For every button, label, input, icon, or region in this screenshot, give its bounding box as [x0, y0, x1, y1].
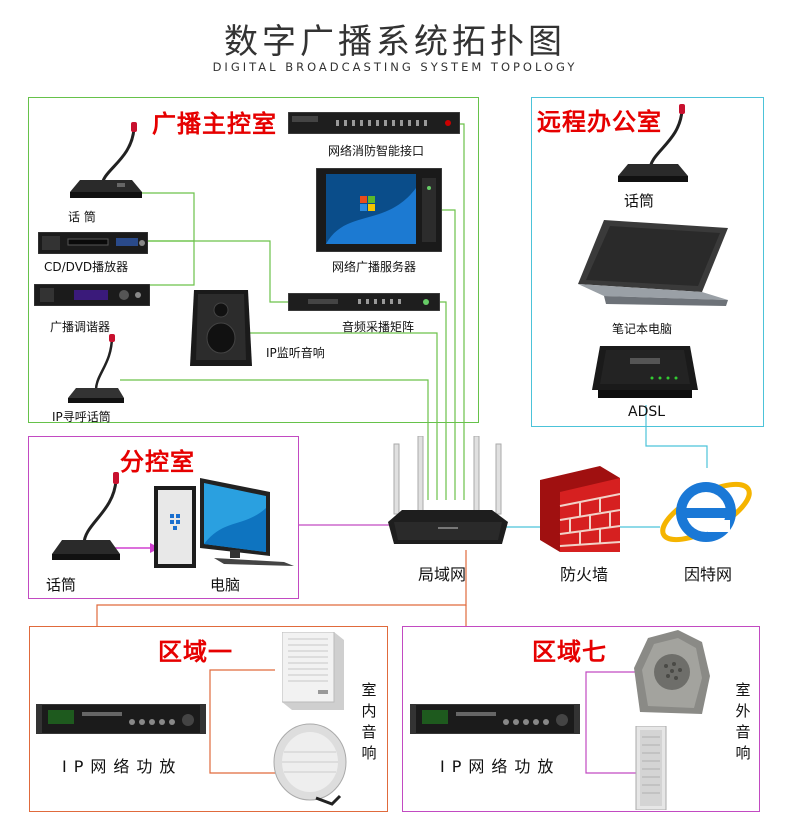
ceiling-speaker-icon [273, 723, 347, 806]
server-label: 网络广播服务器 [332, 260, 417, 274]
cd-player-icon [38, 232, 148, 254]
adsl-modem-icon [592, 346, 698, 398]
cd-player-label: CD/DVD播放器 [44, 260, 129, 274]
ip-paging-mic-icon [68, 334, 124, 403]
page-title: 数字广播系统拓扑图 [224, 22, 566, 62]
rock-speaker-icon [634, 630, 710, 714]
wall-speaker-icon [282, 632, 344, 710]
zone1-title: 区域一 [158, 638, 233, 666]
sub-pc-label: 电脑 [210, 576, 241, 594]
gooseneck-mic-icon [70, 122, 142, 198]
laptop-icon [578, 220, 728, 306]
main-room-title: 广播主控室 [152, 110, 277, 138]
page-subtitle: DIGITAL BROADCASTING SYSTEM TOPOLOGY [212, 60, 578, 74]
firewall-label: 防火墙 [560, 565, 609, 584]
wifi-router-icon [388, 436, 508, 544]
zone7-title: 区域七 [532, 638, 607, 666]
gooseneck-mic-icon [52, 472, 120, 560]
matrix-unit-icon [288, 293, 440, 311]
firewall-icon [540, 466, 620, 552]
ip-speaker-label: IP监听音响 [266, 346, 325, 360]
power-amplifier-icon [410, 704, 580, 734]
zone7-box [402, 626, 760, 812]
ip-paging-mic-label: IP寻呼话筒 [52, 410, 111, 424]
power-amplifier-icon [36, 704, 206, 734]
sub-room-title: 分控室 [120, 448, 195, 476]
internet-label: 因特网 [684, 565, 733, 584]
zone7-speaker-label: 室外音响 [735, 681, 751, 762]
main-mic-label: 话 筒 [68, 210, 96, 224]
zone1-box [29, 626, 388, 812]
rack-server-icon [316, 168, 442, 252]
zone1-amp-label: IP网络功放 [62, 757, 183, 776]
internet-explorer-icon [660, 481, 752, 543]
column-speaker-icon [635, 726, 667, 810]
lan-label: 局域网 [418, 565, 467, 584]
tuner-icon [34, 284, 150, 306]
zone1-speaker-label: 室内音响 [361, 681, 377, 762]
remote-mic-label: 话筒 [624, 192, 655, 210]
matrix-label: 音频采播矩阵 [342, 320, 415, 334]
rack-unit-icon [288, 112, 460, 134]
gooseneck-mic-icon [618, 104, 688, 182]
sub-mic-label: 话筒 [46, 576, 77, 594]
tuner-label: 广播调谐器 [50, 320, 111, 334]
bookshelf-speaker-icon [190, 290, 252, 366]
fire-interface-label: 网络消防智能接口 [328, 144, 425, 158]
desktop-pc-icon [154, 478, 294, 568]
zone7-amp-label: IP网络功放 [440, 757, 561, 776]
remote-office-title: 远程办公室 [537, 108, 662, 136]
laptop-label: 笔记本电脑 [612, 322, 673, 336]
adsl-label: ADSL [628, 404, 666, 420]
